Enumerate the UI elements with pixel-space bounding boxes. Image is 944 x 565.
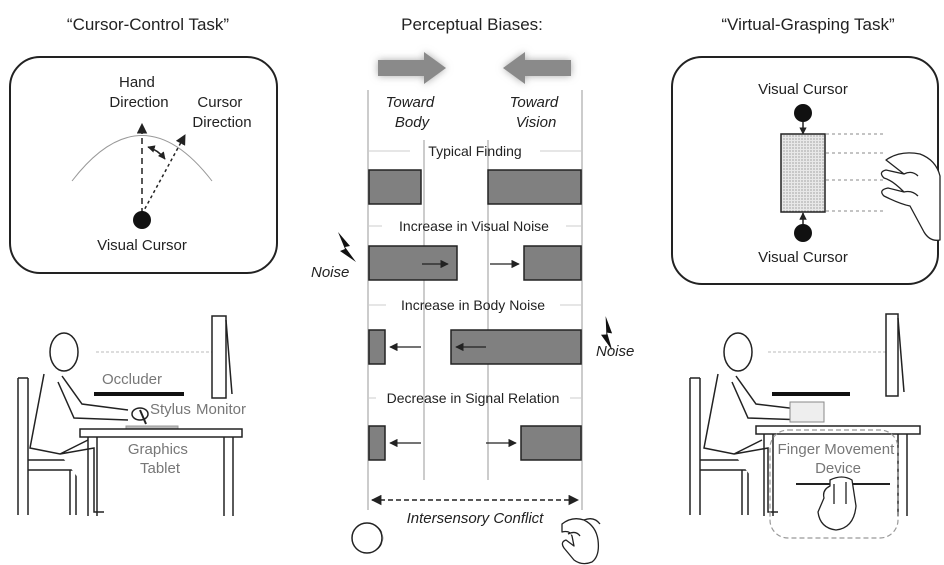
toward-body-label: Toward Body [386, 94, 439, 131]
intersensory-conflict-label: Intersensory Conflict [407, 510, 545, 527]
title-cursor-control-task: “Cursor-Control Task” [67, 15, 230, 34]
noise-label-left: Noise [311, 264, 349, 281]
title-perceptual-biases: Perceptual Biases: [401, 15, 543, 34]
row-label-visual-noise: Increase in Visual Noise [399, 218, 549, 234]
bar-signal-vision [520, 425, 582, 461]
person-head-icon-right [723, 332, 753, 372]
stylus-icon [139, 409, 147, 425]
person-body-icon-right [703, 373, 807, 513]
monitor-icon-right [885, 313, 899, 397]
desk-icon [79, 428, 243, 438]
eye-icon [351, 522, 384, 554]
finger-device-label: Finger Movement Device [778, 441, 899, 477]
virtual-grasping-panel: Visual Cursor Visual Cursor [671, 56, 941, 285]
row-label-typical: Typical Finding [428, 143, 521, 159]
occluder-label: Occluder [102, 371, 162, 388]
bar-signal-body [368, 425, 386, 461]
row-label-signal-relation: Decrease in Signal Relation [387, 390, 560, 406]
bar-typical-vision [487, 169, 582, 205]
cursor-direction-label: Cursor Direction [192, 94, 251, 131]
lightning-bolt-icon-right [600, 316, 613, 351]
visual-cursor-bottom-dot [794, 224, 812, 242]
person-body-icon [29, 373, 129, 513]
virtual-grasping-setup [689, 313, 921, 539]
virtual-object-block [780, 133, 826, 213]
visual-cursor-dot [133, 211, 151, 229]
bar-body-noise-body [368, 329, 386, 365]
grasp-guide-lines [826, 133, 884, 212]
noise-label-right: Noise [596, 343, 634, 360]
hand-direction-label: Hand Direction [109, 74, 168, 111]
bar-typical-body [368, 169, 422, 205]
visual-cursor-top-label: Visual Cursor [758, 81, 848, 98]
graphics-tablet-label: Graphics Tablet [128, 441, 192, 477]
toward-vision-arrow-icon [503, 52, 571, 84]
lightning-bolt-icon-left [338, 232, 356, 262]
person-head-icon [49, 332, 79, 372]
finger-hand-icon [817, 476, 857, 531]
row-separators [368, 150, 582, 399]
hand-icon [561, 518, 601, 565]
bar-visual-noise-body [368, 245, 458, 281]
angle-arc-arrow [147, 145, 166, 160]
direction-arc [71, 135, 213, 182]
stylus-label: Stylus [150, 401, 191, 418]
finger-device-highlight [769, 429, 899, 539]
visual-cursor-label: Visual Cursor [97, 237, 187, 254]
perceptual-biases-panel: Toward Body Toward Vision Typical Findin… [311, 52, 634, 565]
toward-vision-label: Toward Vision [510, 94, 563, 131]
monitor-label: Monitor [196, 401, 246, 418]
title-virtual-grasping-task: “Virtual-Grasping Task” [721, 15, 895, 34]
grasping-hand-icon [880, 152, 941, 241]
visual-cursor-top-dot [794, 104, 812, 122]
cursor-control-screen [9, 56, 278, 274]
visual-cursor-bottom-label: Visual Cursor [758, 249, 848, 266]
toward-body-arrow-icon [378, 52, 446, 84]
row-label-body-noise: Increase in Body Noise [401, 297, 545, 313]
cursor-direction-arrow [141, 134, 186, 215]
cursor-control-panel: Hand Direction Cursor Direction Visual C… [9, 56, 278, 274]
monitor-icon [211, 315, 227, 399]
cursor-control-setup [17, 315, 243, 516]
bar-visual-noise-vision [523, 245, 582, 281]
